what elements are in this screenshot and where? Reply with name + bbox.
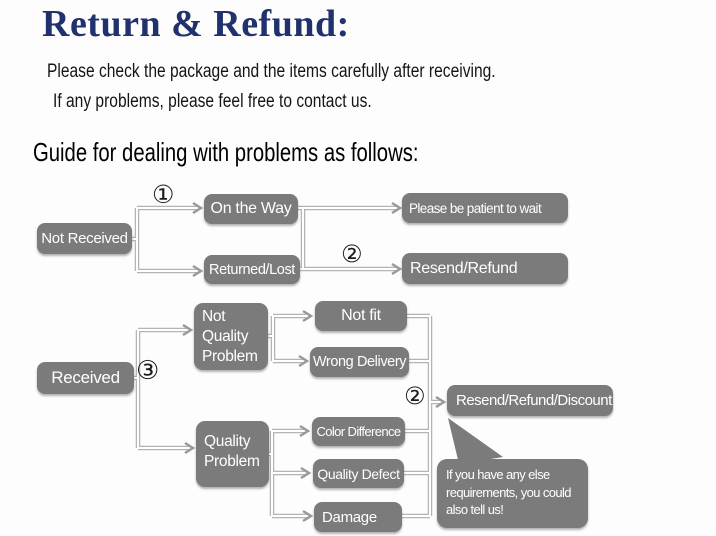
node-received: Received [37,362,134,394]
intro-line-1: Please check the package and the items c… [47,61,496,82]
page-title: Return & Refund: [42,3,350,45]
step-marker-1-icon: ① [152,180,175,209]
intro-line-2: If any problems, please feel free to con… [53,91,372,112]
node-please-be-patient: Please be patient to wait [402,193,568,223]
step-marker-2-second-icon: ② [404,382,426,410]
node-resend-refund: Resend/Refund [402,253,568,284]
speech-bubble-tail [448,418,503,464]
node-color-difference: Color Difference [312,417,405,446]
node-quality-problem: Quality Problem [196,421,269,487]
node-not-fit: Not fit [315,301,407,331]
node-not-received: Not Received [37,223,132,254]
step-marker-2-first-icon: ② [341,240,363,268]
guide-heading: Guide for dealing with problems as follo… [33,137,419,167]
node-resend-refund-discount: Resend/Refund/Discount [447,385,613,416]
node-returned-lost: Returned/Lost [204,255,300,284]
node-wrong-delivery: Wrong Delivery [310,347,409,377]
step-marker-3-icon: ③ [136,356,160,386]
node-damage: Damage [314,502,402,532]
node-on-the-way: On the Way [204,194,298,224]
node-quality-defect: Quality Defect [313,459,404,488]
arrowhead-icons [182,201,447,523]
node-not-quality-problem: Not Quality Problem [194,303,268,370]
note-speech-bubble: If you have any else requirements, you c… [437,459,588,528]
